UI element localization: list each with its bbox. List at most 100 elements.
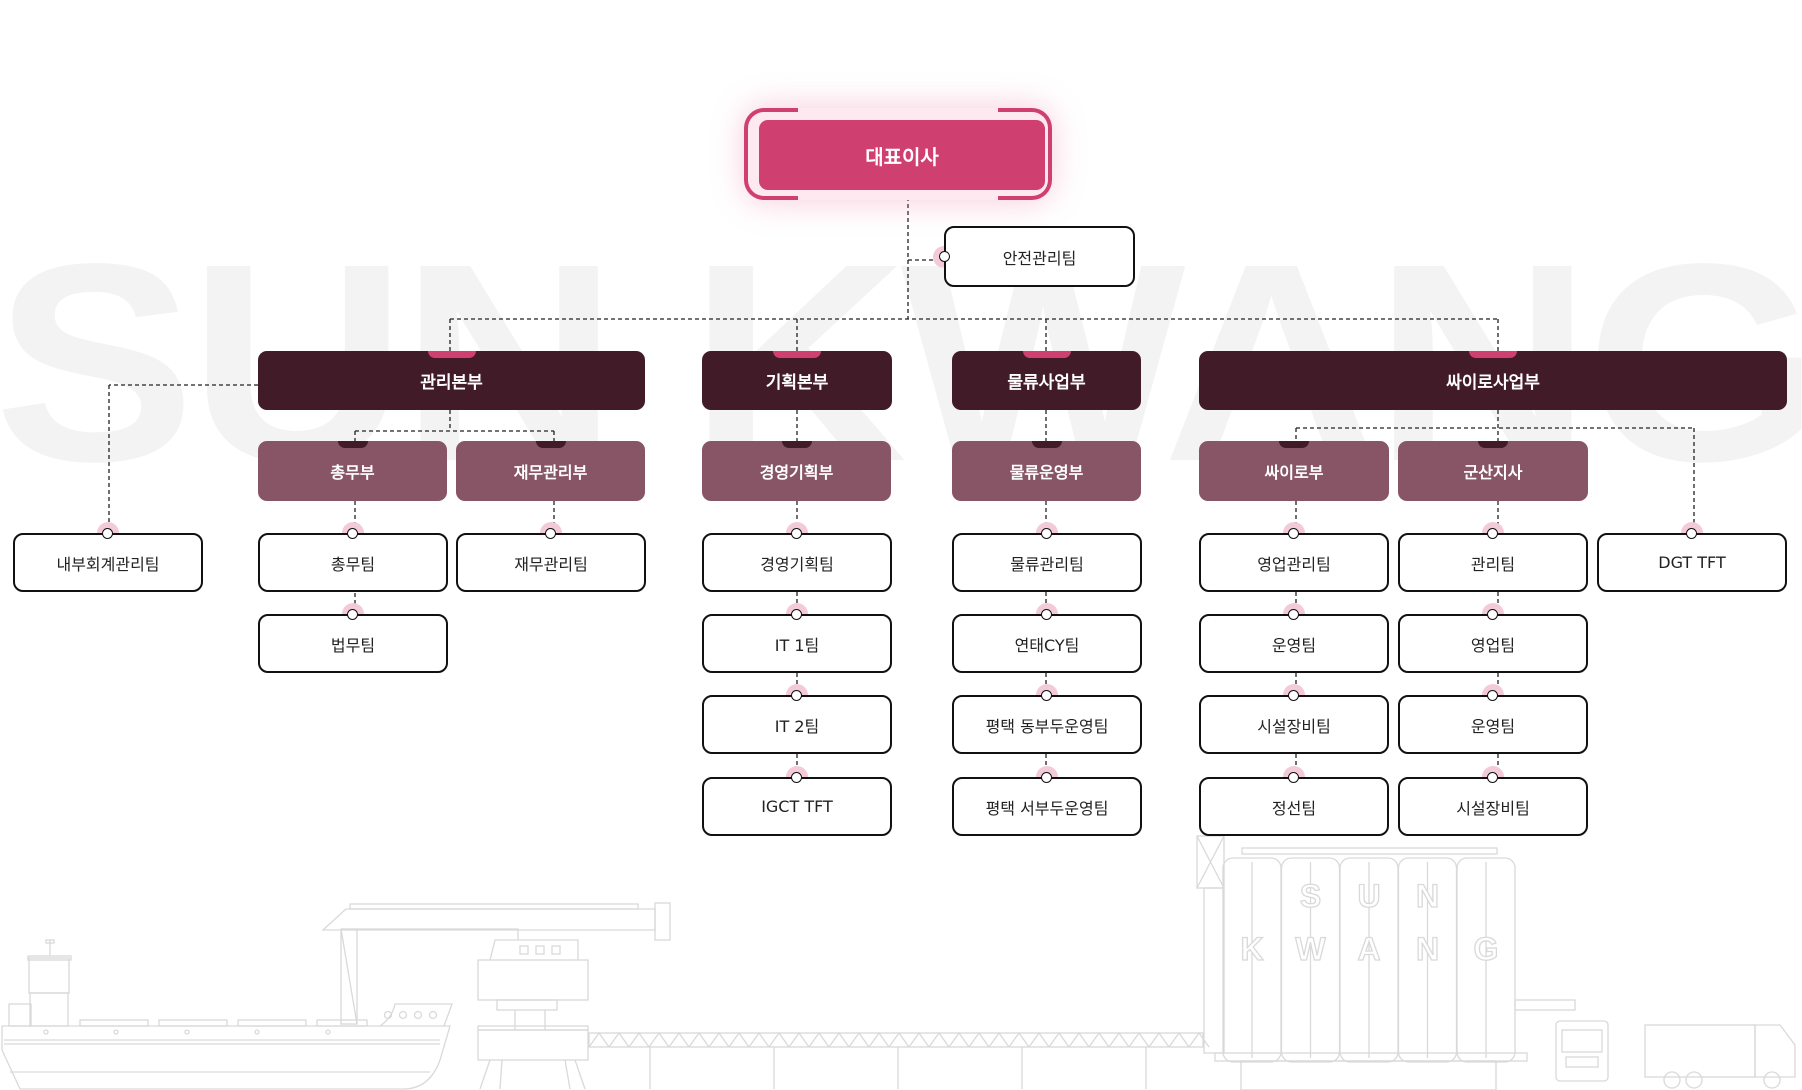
- team-label: 재무관리팀: [514, 554, 588, 574]
- team-node[interactable]: IT 1팀: [702, 603, 892, 673]
- connector-dot-icon: [347, 528, 358, 539]
- team-label: IGCT TFT: [761, 797, 833, 816]
- connector-dot-icon: [1487, 772, 1498, 783]
- silo-letter: N: [1416, 931, 1439, 967]
- ceo-label: 대표이사: [759, 120, 1045, 190]
- team-label: 내부회계관리팀: [56, 554, 160, 574]
- safety-team-label: 안전관리팀: [1002, 248, 1077, 268]
- department-node[interactable]: 총무부: [258, 441, 447, 501]
- connector-dot-icon: [1041, 690, 1052, 701]
- team-node[interactable]: 운영팀: [1398, 684, 1588, 754]
- conveyor-truss: [988, 1031, 1010, 1048]
- connector-glow: [342, 522, 364, 533]
- conveyor-truss: [648, 1031, 670, 1048]
- conveyor-truss: [1128, 1031, 1150, 1048]
- team-label: 물류관리팀: [1010, 554, 1084, 574]
- team-label: 영업팀: [1470, 635, 1516, 655]
- department-node[interactable]: 재무관리부: [456, 441, 645, 501]
- team-node[interactable]: 재무관리팀: [456, 522, 646, 592]
- connector-dot-icon: [545, 528, 556, 539]
- team-label: 평택 서부두운영팀: [985, 798, 1109, 818]
- team-node[interactable]: 운영팀: [1199, 603, 1389, 673]
- connector-glow: [786, 522, 808, 533]
- team-node[interactable]: 총무팀: [258, 522, 448, 592]
- conveyor-truss: [888, 1031, 910, 1048]
- team-label: 운영팀: [1470, 716, 1516, 736]
- conveyor-truss: [908, 1031, 930, 1048]
- team-label: IT 2팀: [774, 716, 820, 736]
- ceo-bracket-left: [744, 108, 798, 200]
- team-label: 시설장비팀: [1257, 716, 1331, 736]
- connector-glow: [1681, 522, 1703, 533]
- hq-node[interactable]: 싸이로사업부: [1199, 351, 1787, 410]
- department-node[interactable]: 경영기획부: [702, 441, 891, 501]
- hq-node[interactable]: 관리본부: [258, 351, 645, 410]
- hq-node[interactable]: 물류사업부: [952, 351, 1141, 410]
- department-tab: [1279, 441, 1309, 448]
- safety-team-node[interactable]: 안전관리팀: [933, 226, 1135, 287]
- connector-dot-icon: [347, 609, 358, 620]
- ceo-node[interactable]: 대표이사: [744, 108, 1052, 200]
- crane-icon: [321, 902, 671, 1090]
- team-label: IT 1팀: [774, 635, 820, 655]
- conveyor-truss: [1108, 1031, 1130, 1048]
- conveyor-truss: [1008, 1031, 1030, 1048]
- connector-glow: [1482, 684, 1504, 695]
- conveyor-truss: [1148, 1031, 1170, 1048]
- department-node[interactable]: 군산지사: [1398, 441, 1588, 501]
- team-label: 정선팀: [1271, 798, 1317, 818]
- team-node[interactable]: 법무팀: [258, 603, 448, 673]
- connector-glow: [786, 766, 808, 777]
- team-label: DGT TFT: [1658, 553, 1726, 572]
- connector-dot-icon: [1487, 690, 1498, 701]
- team-node[interactable]: 영업관리팀: [1199, 522, 1389, 592]
- ceo-bracket-right: [998, 108, 1052, 200]
- team-node[interactable]: 내부회계관리팀: [13, 522, 203, 592]
- conveyor-truss: [1028, 1031, 1050, 1048]
- team-node[interactable]: 평택 서부두운영팀: [952, 766, 1142, 836]
- department-tab: [1478, 441, 1508, 448]
- department-label: 군산지사: [1463, 463, 1523, 482]
- department-node[interactable]: 싸이로부: [1199, 441, 1389, 501]
- team-node[interactable]: 평택 동부두운영팀: [952, 684, 1142, 754]
- team-node[interactable]: 경영기획팀: [702, 522, 892, 592]
- team-node[interactable]: 물류관리팀: [952, 522, 1142, 592]
- conveyor-truss: [828, 1031, 850, 1048]
- connector-glow: [342, 603, 364, 614]
- conveyor-truss: [1088, 1031, 1110, 1048]
- conveyor-truss: [948, 1031, 970, 1048]
- conveyor-truss: [588, 1031, 610, 1048]
- connector-glow: [1036, 603, 1058, 614]
- hq-tab: [1022, 351, 1071, 358]
- conveyor-truss: [768, 1031, 790, 1048]
- conveyor-truss: [1168, 1031, 1190, 1048]
- department-node[interactable]: 물류운영부: [952, 441, 1141, 501]
- conveyor-truss: [748, 1031, 770, 1048]
- hq-label: 관리본부: [420, 373, 483, 393]
- connector-glow: [1036, 684, 1058, 695]
- team-node[interactable]: 관리팀: [1398, 522, 1588, 592]
- team-label: 연태CY팀: [1014, 635, 1080, 655]
- ship-icon: [1, 939, 453, 1090]
- team-node[interactable]: IGCT TFT: [702, 766, 892, 836]
- connector-glow: [97, 522, 119, 533]
- hq-tab: [427, 351, 476, 358]
- conveyor-truss: [928, 1031, 950, 1048]
- team-node[interactable]: 영업팀: [1398, 603, 1588, 673]
- team-node[interactable]: 정선팀: [1199, 766, 1389, 836]
- connector-dot-icon: [1041, 528, 1052, 539]
- team-node[interactable]: IT 2팀: [702, 684, 892, 754]
- team-node[interactable]: 연태CY팀: [952, 603, 1142, 673]
- connector-dot-icon: [791, 609, 802, 620]
- conveyor-truss: [608, 1031, 630, 1048]
- connector-dot-icon: [1041, 609, 1052, 620]
- hq-node[interactable]: 기획본부: [702, 351, 892, 410]
- team-node[interactable]: 시설장비팀: [1199, 684, 1389, 754]
- connector-dot-icon: [791, 772, 802, 783]
- connector-glow: [540, 522, 562, 533]
- team-node[interactable]: 시설장비팀: [1398, 766, 1588, 836]
- team-label: 평택 동부두운영팀: [985, 716, 1109, 736]
- team-node[interactable]: DGT TFT: [1597, 522, 1787, 592]
